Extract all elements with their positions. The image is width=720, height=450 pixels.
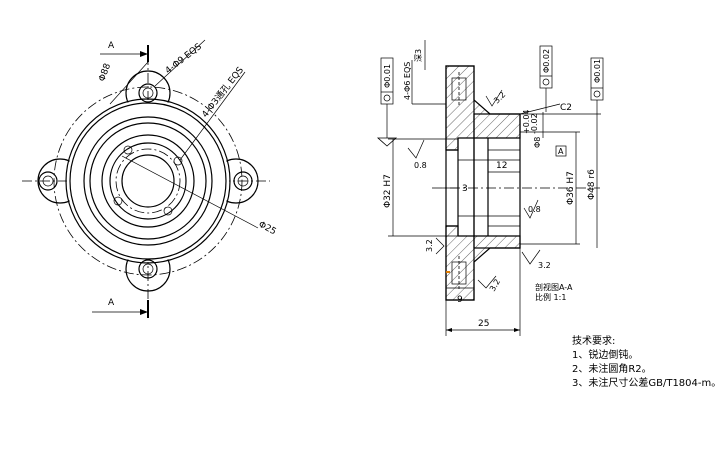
roughness-32-right: 3.2 <box>521 249 551 270</box>
pitch-circle <box>53 86 243 276</box>
pcd-leader <box>109 61 149 105</box>
dim-holes: 4-Φ9 EQS <box>164 42 204 77</box>
chamfer-leader <box>519 103 561 115</box>
section-label: 剖视图A-A <box>535 282 573 292</box>
flange-chamfer-circle <box>69 102 227 260</box>
roughness-08-left: 0.8 <box>407 139 427 170</box>
bolt-hole-bottom-inner <box>142 263 154 275</box>
front-view: A A Φ88 4-Φ9 EQS 4-Φ3通孔 EQS Φ25 <box>22 39 278 318</box>
dim-d25: Φ25 <box>257 220 278 238</box>
dim-d36: Φ36 H7 <box>566 171 576 205</box>
small-hole-pitch <box>115 148 181 214</box>
svg-text:3.2: 3.2 <box>425 239 434 252</box>
svg-text:3.2: 3.2 <box>492 90 507 105</box>
bolt-hole-left-inner <box>42 175 54 187</box>
ring-4 <box>109 142 187 220</box>
notes-title: 技术要求: <box>572 334 615 347</box>
small-hole-3 <box>163 206 173 216</box>
bolt-hole-bottom <box>138 259 158 279</box>
svg-text:Φ0.01: Φ0.01 <box>593 59 602 83</box>
dim-3: 3 <box>462 184 468 194</box>
ring-2 <box>89 122 207 240</box>
bore <box>121 154 175 208</box>
bolt-hole-top <box>138 83 158 103</box>
dim-12: 12 <box>496 161 507 171</box>
dim-d32: Φ32 H7 <box>383 174 393 208</box>
hub-outline <box>473 113 521 249</box>
d25-arrow-1 <box>446 328 452 332</box>
arrow-head-bottom <box>140 309 148 315</box>
fcf-left: Φ0.01 <box>376 57 398 147</box>
section-a-top-label: A <box>108 41 115 51</box>
dim-d48: Φ48 r6 <box>587 169 597 200</box>
small-hole-2 <box>173 156 183 166</box>
notes-line-1: 1、锐边倒钝。 <box>572 348 638 361</box>
bolt-hole-right <box>233 171 253 191</box>
bolt-hole-top-inner <box>142 87 154 99</box>
roughness-08-right: 0.8 <box>523 199 541 219</box>
ring-3 <box>101 134 195 228</box>
svg-text:Φ0.01: Φ0.01 <box>383 64 392 88</box>
holes-leader <box>154 39 206 87</box>
dim-small-holes: 4-Φ3通孔 EQS <box>200 65 246 120</box>
fcf-right: Φ0.01 <box>590 57 604 114</box>
flange-body <box>65 98 231 264</box>
tol-lower: -0.02 <box>530 113 539 134</box>
svg-text:3.2: 3.2 <box>538 261 551 270</box>
bolt-hole-left <box>38 171 58 191</box>
dim-cb-depth: 深3 <box>414 49 423 62</box>
hatch-upper <box>445 65 521 151</box>
chamfer: C2 <box>560 103 572 113</box>
dim-25: 25 <box>478 319 489 329</box>
section-a-bottom-label: A <box>108 298 115 308</box>
datum-label: A <box>558 147 564 156</box>
ring-1 <box>83 116 213 246</box>
datum-box <box>555 145 567 157</box>
notes-line-2: 2、未注圆角R2。 <box>572 362 652 375</box>
svg-text:0.8: 0.8 <box>528 205 541 214</box>
arrow-head-top <box>140 51 148 57</box>
svg-text:Φ0.02: Φ0.02 <box>542 49 551 73</box>
small-hole-1 <box>123 145 133 155</box>
d25-arrow-2 <box>514 328 520 332</box>
roughness-32-top: 3.2 <box>485 89 507 107</box>
roughness-32-left: 3.2 <box>425 237 445 255</box>
fcf-mid: Φ0.02 <box>539 45 553 112</box>
small-holes-leader <box>179 71 246 161</box>
tol-upper: +0.04 <box>522 109 531 134</box>
roughness-32-bottom: 3.2 <box>477 275 502 293</box>
dim-9: 9 <box>457 295 463 305</box>
svg-text:3.2: 3.2 <box>488 277 502 293</box>
section-view: Φ32 H7 Φ36 H7 Φ48 r6 Φ8 +0.04 -0.02 C2 A… <box>376 40 604 336</box>
technical-notes: 技术要求: 1、锐边倒钝。 2、未注圆角R2。 3、未注尺寸公差GB/T1804… <box>572 334 720 389</box>
hatch-lower <box>445 225 521 301</box>
scale-label: 比例 1:1 <box>535 292 566 302</box>
bolt-hole-right-inner <box>237 175 249 187</box>
dim-counterbore: 4-Φ6 EQS <box>403 62 412 100</box>
dim-pcd: Φ88 <box>97 62 113 83</box>
d25-leader <box>121 155 259 229</box>
small-hole-4 <box>113 196 123 206</box>
svg-text:0.8: 0.8 <box>414 161 427 170</box>
notes-line-3: 3、未注尺寸公差GB/T1804-m。 <box>572 376 720 389</box>
dim-bore-top: Φ8 <box>533 137 542 148</box>
